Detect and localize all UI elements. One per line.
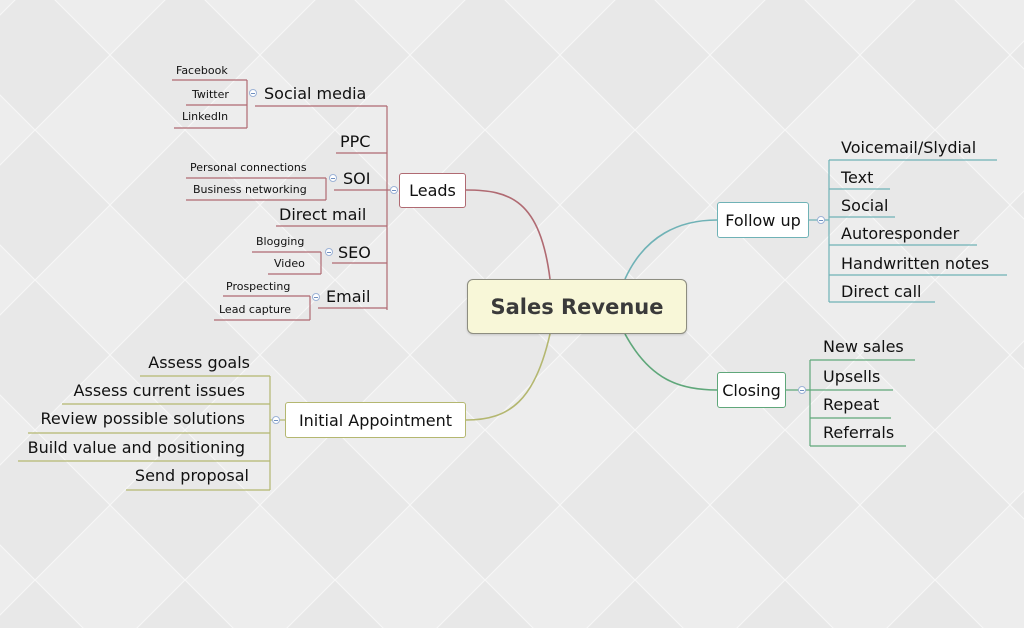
collapse-toggle-follow-up[interactable] [817,216,825,224]
topic-facebook[interactable]: Facebook [176,64,228,77]
branch-follow-up-label: Follow up [725,210,801,230]
topic-repeat[interactable]: Repeat [823,395,880,414]
topic-assess-current-issues[interactable]: Assess current issues [73,381,245,400]
topic-voicemail-slydial[interactable]: Voicemail/Slydial [841,138,977,157]
collapse-toggle-email[interactable] [312,293,320,301]
topic-review-possible-solutions[interactable]: Review possible solutions [40,409,245,428]
topic-new-sales[interactable]: New sales [823,337,904,356]
collapse-toggle-appointment[interactable] [272,416,280,424]
topic-seo[interactable]: SEO [338,243,371,262]
topic-soi[interactable]: SOI [343,169,371,188]
branch-initial-appointment[interactable]: Initial Appointment [285,402,466,438]
topic-direct-mail[interactable]: Direct mail [279,205,367,224]
topic-business-networking[interactable]: Business networking [193,183,307,196]
branch-closing[interactable]: Closing [717,372,786,408]
topic-personal-connections[interactable]: Personal connections [190,161,307,174]
central-topic[interactable]: Sales Revenue [467,279,687,334]
collapse-toggle-leads[interactable] [390,186,398,194]
collapse-toggle-soi[interactable] [329,174,337,182]
topic-email[interactable]: Email [326,287,371,306]
topic-upsells[interactable]: Upsells [823,367,881,386]
topic-build-value-positioning[interactable]: Build value and positioning [27,438,245,457]
topic-linkedin[interactable]: LinkedIn [182,110,229,123]
topic-assess-goals[interactable]: Assess goals [148,353,250,372]
topic-referrals[interactable]: Referrals [823,423,895,442]
central-topic-label: Sales Revenue [490,294,664,319]
branch-leads-label: Leads [409,181,456,200]
branch-closing-label: Closing [722,380,781,400]
topic-handwritten-notes[interactable]: Handwritten notes [841,254,990,273]
topic-autoresponder[interactable]: Autoresponder [841,224,960,243]
collapse-toggle-social-media[interactable] [249,89,257,97]
topic-video[interactable]: Video [274,257,305,270]
topic-social[interactable]: Social [841,196,889,215]
topic-social-media[interactable]: Social media [264,84,367,103]
topic-direct-call[interactable]: Direct call [841,282,922,301]
collapse-toggle-seo[interactable] [325,248,333,256]
topic-text[interactable]: Text [841,168,874,187]
topic-send-proposal[interactable]: Send proposal [134,466,249,485]
topic-ppc[interactable]: PPC [340,132,371,151]
branch-leads[interactable]: Leads [399,173,466,208]
topic-twitter[interactable]: Twitter [192,88,229,101]
topic-blogging[interactable]: Blogging [256,235,305,248]
topic-prospecting[interactable]: Prospecting [226,280,291,293]
branch-initial-appointment-label: Initial Appointment [298,410,453,430]
collapse-toggle-closing[interactable] [798,386,806,394]
topic-lead-capture[interactable]: Lead capture [219,303,292,316]
branch-follow-up[interactable]: Follow up [717,202,809,238]
